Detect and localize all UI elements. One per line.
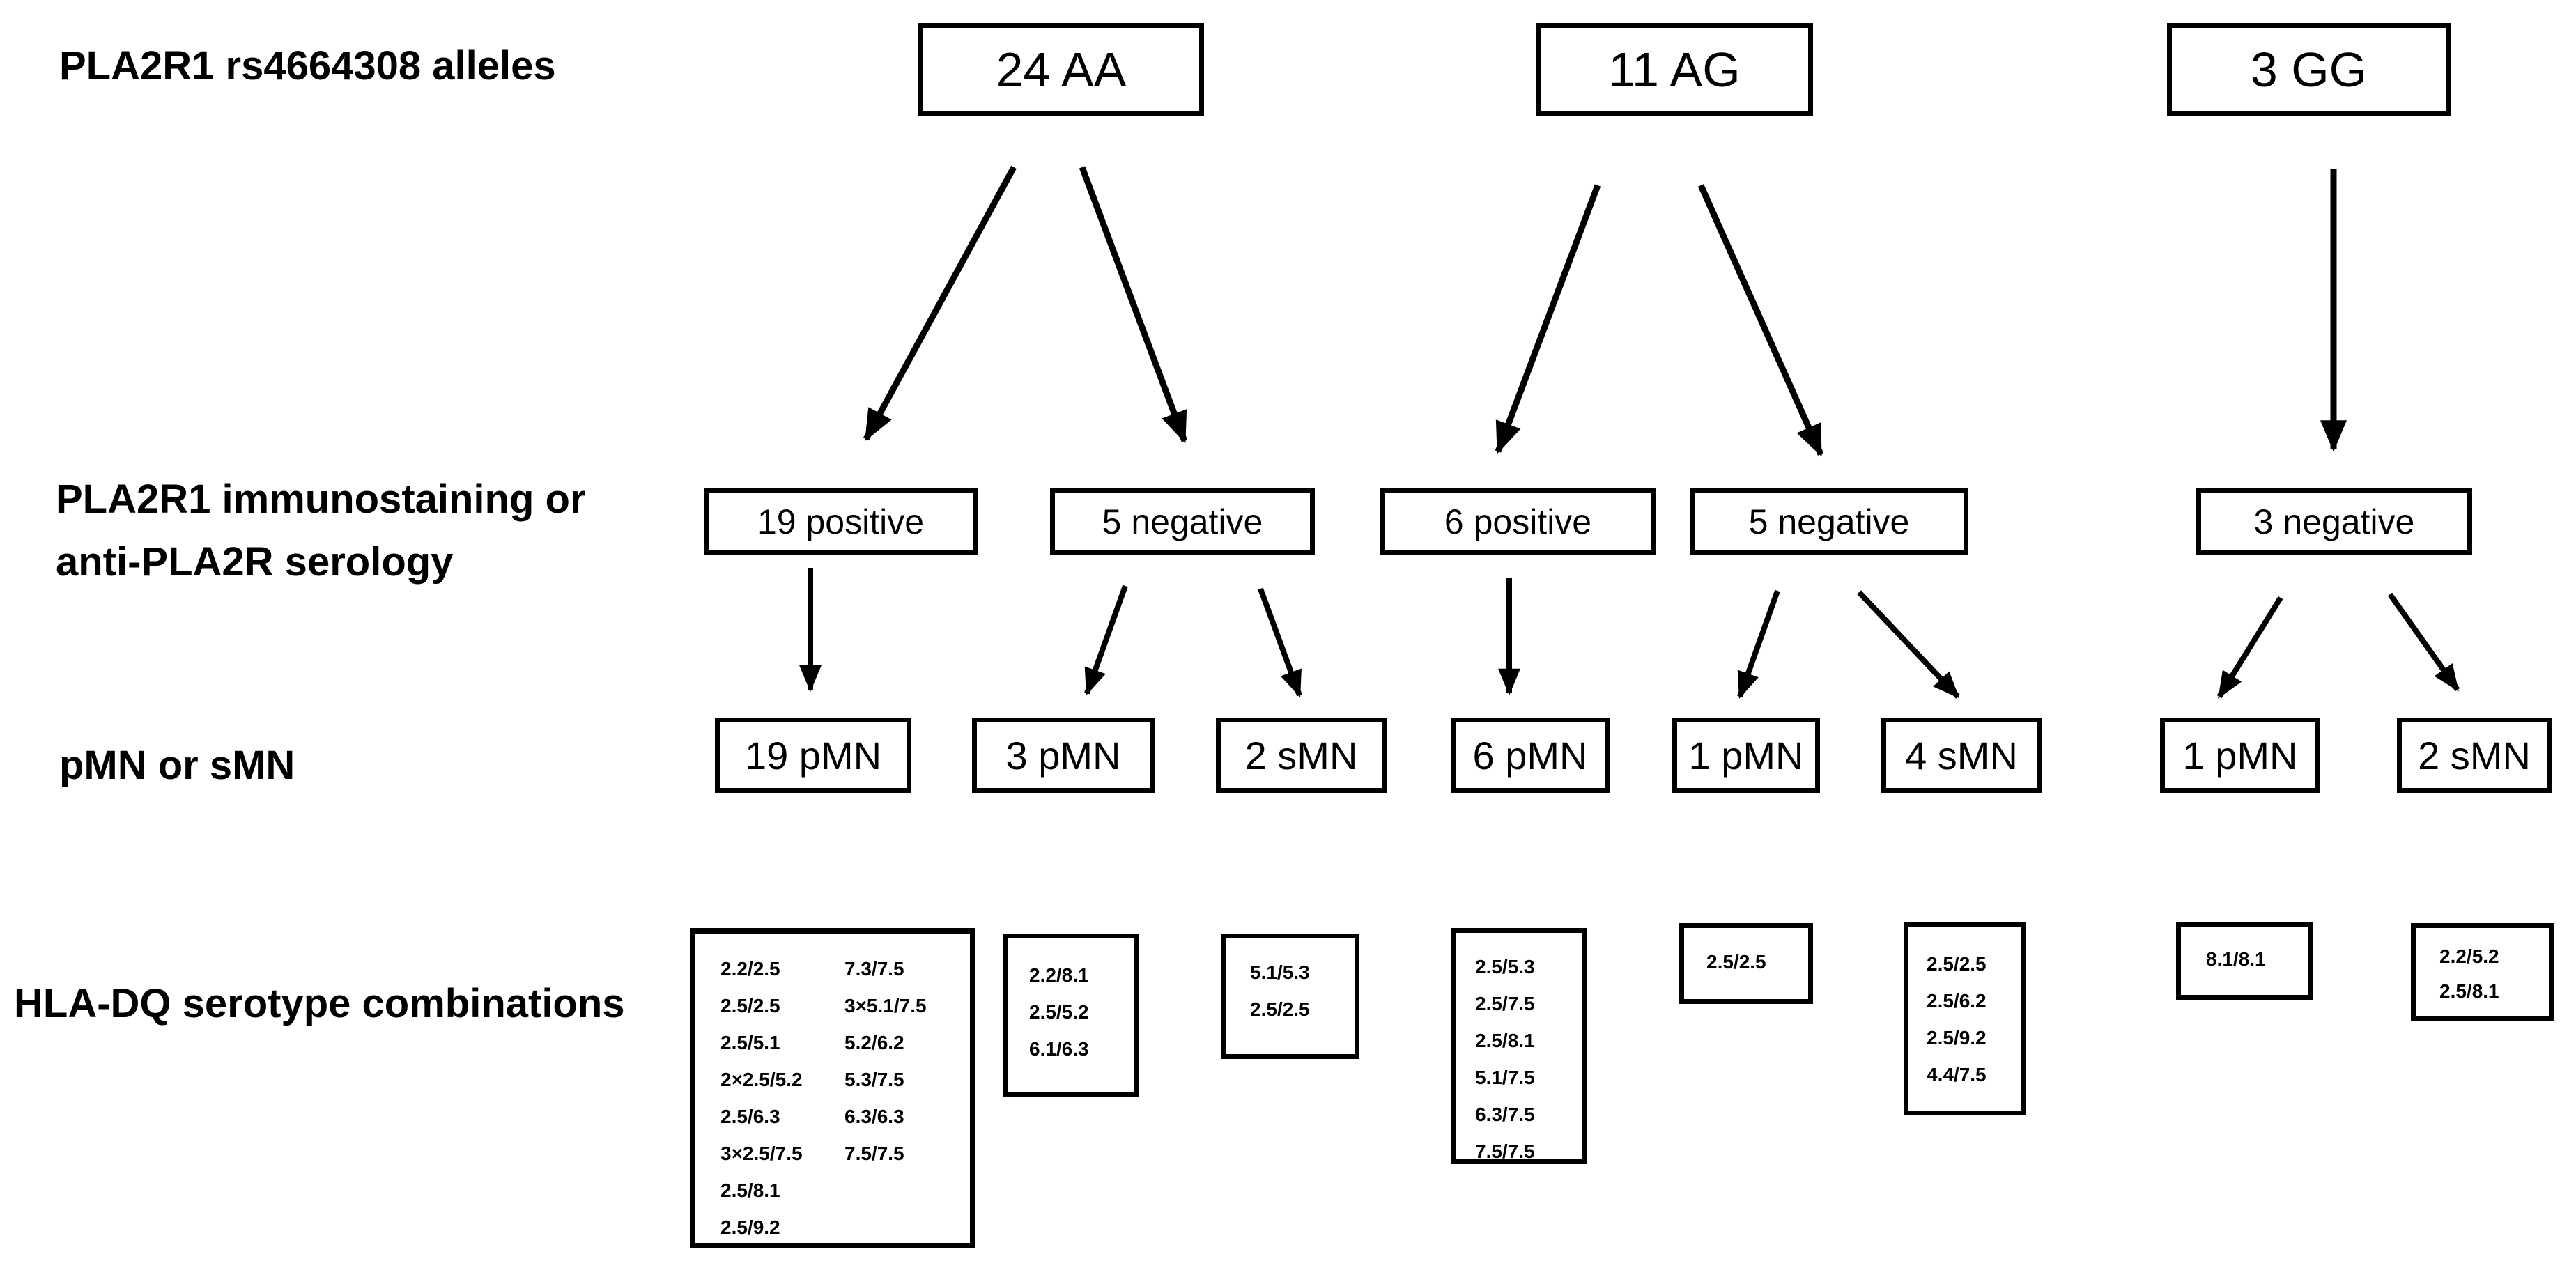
node-6pmn: 6 pMN: [1451, 718, 1610, 793]
serotype-combination: 2.2/8.1: [1029, 964, 1089, 986]
serotype-combination: 7.3/7.5: [844, 958, 904, 980]
node-1pmn-gg: 1 pMN: [2160, 718, 2320, 793]
serotype-combination: 2.5/2.5: [720, 995, 780, 1016]
serotype-combination: 2.5/2.5: [1706, 951, 1766, 973]
serotype-combination: 2.5/2.5: [1250, 998, 1310, 1020]
label-serology-line2: anti-PLA2R serology: [56, 539, 454, 585]
serotype-combination: 2.5/5.1: [720, 1032, 780, 1053]
serotype-combination: 3×2.5/7.5: [720, 1143, 803, 1164]
serotype-combination: 6.1/6.3: [1029, 1038, 1089, 1060]
serotype-combination: 2.5/8.1: [1475, 1030, 1535, 1051]
node-3negative: 3 negative: [2196, 488, 2472, 555]
serotype-combination: 2.5/8.1: [2439, 980, 2499, 1002]
node-3pmn: 3 pMN: [972, 718, 1155, 793]
serotype-box-ag-4smn: 2.5/2.5 2.5/6.2 2.5/9.2 4.4/7.5: [1904, 922, 2026, 1115]
node-19positive: 19 positive: [704, 488, 978, 555]
node-3gg: 3 GG: [2167, 23, 2451, 116]
arrow-5negative2-to-1pmn: [1737, 589, 1780, 699]
serotype-combination: 2.5/9.2: [1927, 1027, 1987, 1049]
serotype-combination: 2.5/6.3: [720, 1106, 780, 1127]
serotype-combination: 2.5/8.1: [720, 1180, 780, 1201]
serotype-combination: 2.5/6.2: [1927, 990, 1987, 1012]
node-6positive: 6 positive: [1380, 488, 1656, 555]
serotype-box-aa-19pmn: 2.2/2.5 2.5/2.5 2.5/5.1 2×2.5/5.2 2.5/6.3 3×2…: [690, 928, 975, 1248]
node-5negative-ag: 5 negative: [1690, 488, 1968, 555]
node-5negative-aa: 5 negative: [1050, 488, 1315, 555]
serotype-combination: 2.5/5.3: [1475, 956, 1535, 977]
label-outcome: pMN or sMN: [59, 743, 295, 788]
serotype-combination: 5.1/5.3: [1250, 961, 1310, 983]
arrow-3negative-to-1pmn: [2216, 596, 2283, 699]
serotype-box-aa-2smn: 5.1/5.3 2.5/2.5: [1221, 934, 1359, 1059]
arrow-3negative-to-2smn: [2387, 592, 2460, 692]
serotype-combination: 7.5/7.5: [1475, 1141, 1535, 1162]
node-2smn-aa: 2 sMN: [1216, 718, 1387, 793]
arrow-24aa-to-19positive: [863, 165, 1017, 442]
node-24aa: 24 AA: [918, 23, 1204, 116]
serotype-box-ag-6pmn: 2.5/5.3 2.5/7.5 2.5/8.1 5.1/7.5 6.3/7.5 7.5/7…: [1451, 928, 1587, 1164]
serotype-combination: 6.3/7.5: [1475, 1104, 1535, 1125]
serotype-combination: 4.4/7.5: [1927, 1064, 1987, 1085]
node-11ag: 11 AG: [1536, 23, 1813, 116]
serotype-combination: 7.5/7.5: [844, 1143, 904, 1164]
serotype-column-1: 2.2/2.5 2.5/2.5 2.5/5.1 2×2.5/5.2 2.5/6.3 3×2…: [720, 950, 844, 1243]
arrow-5negative-to-2smn: [1258, 587, 1302, 698]
arrow-11ag-to-5negative: [1697, 184, 1824, 457]
node-2smn-gg: 2 sMN: [2397, 718, 2552, 793]
serotype-combination: 5.2/6.2: [844, 1032, 904, 1053]
label-alleles: PLA2R1 rs4664308 alleles: [59, 43, 556, 88]
serotype-combination: 6.3/6.3: [844, 1106, 904, 1127]
label-hla: HLA-DQ serotype combinations: [14, 981, 625, 1026]
serotype-combination: 5.3/7.5: [844, 1069, 904, 1090]
node-4smn: 4 sMN: [1881, 718, 2042, 793]
serotype-combination: 2.5/7.5: [1475, 993, 1535, 1014]
serotype-box-ag-1pmn: 2.5/2.5: [1679, 923, 1813, 1004]
serotype-combination: 2.2/5.2: [2439, 945, 2499, 967]
serotype-combination: 2.5/2.5: [1927, 953, 1987, 975]
arrow-5negative2-to-4smn: [1857, 590, 1960, 699]
serotype-combination: 5.1/7.5: [1475, 1067, 1535, 1088]
serotype-combination: 8.1/8.1: [2206, 948, 2266, 970]
node-1pmn-ag: 1 pMN: [1672, 718, 1820, 793]
serotype-combination: 2.2/2.5: [720, 958, 780, 980]
serotype-box-gg-2smn: 2.2/5.2 2.5/8.1: [2411, 923, 2554, 1021]
serotype-box-gg-1pmn: 8.1/8.1: [2176, 922, 2313, 1000]
label-serology: PLA2R1 immunostaining or anti-PLA2R sero…: [56, 468, 586, 594]
serotype-combination: 2.5/9.2: [720, 1216, 780, 1238]
serotype-combination: 2×2.5/5.2: [720, 1069, 803, 1090]
serotype-column-2: 7.3/7.5 3×5.1/7.5 5.2/6.2 5.3/7.5 6.3/6.3 7.5…: [844, 950, 927, 1243]
serotype-combination: 3×5.1/7.5: [844, 995, 927, 1016]
arrow-5negative-to-3pmn: [1084, 585, 1128, 696]
arrow-24aa-to-5negative: [1079, 166, 1188, 444]
node-19pmn: 19 pMN: [715, 718, 911, 793]
label-serology-line1: PLA2R1 immunostaining or: [56, 477, 586, 522]
serotype-combination: 2.5/5.2: [1029, 1001, 1089, 1023]
serotype-box-aa-3pmn: 2.2/8.1 2.5/5.2 6.1/6.3: [1003, 934, 1139, 1097]
arrow-11ag-to-6positive: [1495, 184, 1601, 454]
